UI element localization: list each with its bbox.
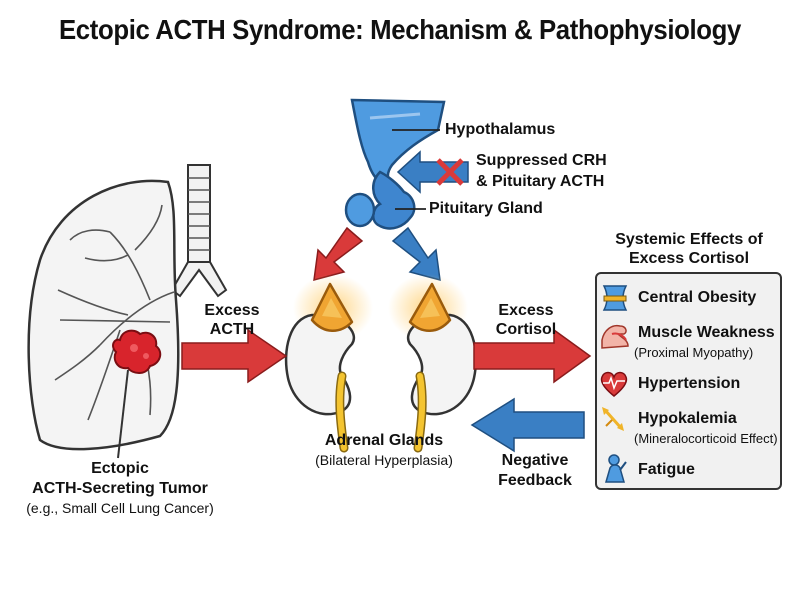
excess-cortisol-arrow <box>473 328 592 384</box>
excess-cortisol-label-2: Cortisol <box>495 321 557 338</box>
tumor-sublabel: (e.g., Small Cell Lung Cancer) <box>26 500 214 516</box>
suppressed-arrow <box>396 150 469 194</box>
effect-hypertension: Hypertension <box>638 375 741 392</box>
hypothalamus-label: Hypothalamus <box>445 121 556 138</box>
effect-fatigue: Fatigue <box>638 461 695 478</box>
adrenal-kidneys <box>284 274 478 453</box>
effect-hypokalemia: Hypokalemia <box>638 410 737 427</box>
effects-heading-1: Systemic Effects of <box>615 231 763 248</box>
adrenal-label: Adrenal Glands <box>324 432 444 449</box>
page-title: Ectopic ACTH Syndrome: Mechanism & Patho… <box>58 14 741 45</box>
excess-acth-arrow <box>181 328 288 384</box>
excess-acth-label-2: ACTH <box>209 321 255 338</box>
tumor-label-2: ACTH-Secreting Tumor <box>32 480 208 497</box>
adrenal-sublabel: (Bilateral Hyperplasia) <box>315 452 453 468</box>
excess-acth-label-1: Excess <box>204 302 260 319</box>
suppressed-acth-label: & Pituitary ACTH <box>476 173 605 190</box>
effect-muscle-weakness-sub: (Proximal Myopathy) <box>634 345 754 360</box>
negative-feedback-label-1: Negative <box>501 452 569 469</box>
pituitary-label: Pituitary Gland <box>429 200 543 217</box>
negative-feedback-label-2: Feedback <box>498 472 572 489</box>
effect-hypokalemia-sub: (Mineralocorticoid Effect) <box>634 431 778 446</box>
tumor-label-1: Ectopic <box>91 460 149 477</box>
brain-pituitary <box>344 98 446 230</box>
effect-muscle-weakness: Muscle Weakness <box>638 324 775 341</box>
effect-central-obesity: Central Obesity <box>638 289 757 306</box>
negative-feedback-arrow <box>470 397 585 453</box>
excess-cortisol-label-1: Excess <box>498 302 554 319</box>
blue-arrow-down-right <box>391 226 441 282</box>
red-arrow-down-left <box>313 226 364 282</box>
suppressed-crh-label: Suppressed CRH <box>476 152 607 169</box>
effects-heading-2: Excess Cortisol <box>628 250 750 267</box>
tumor <box>112 329 162 459</box>
